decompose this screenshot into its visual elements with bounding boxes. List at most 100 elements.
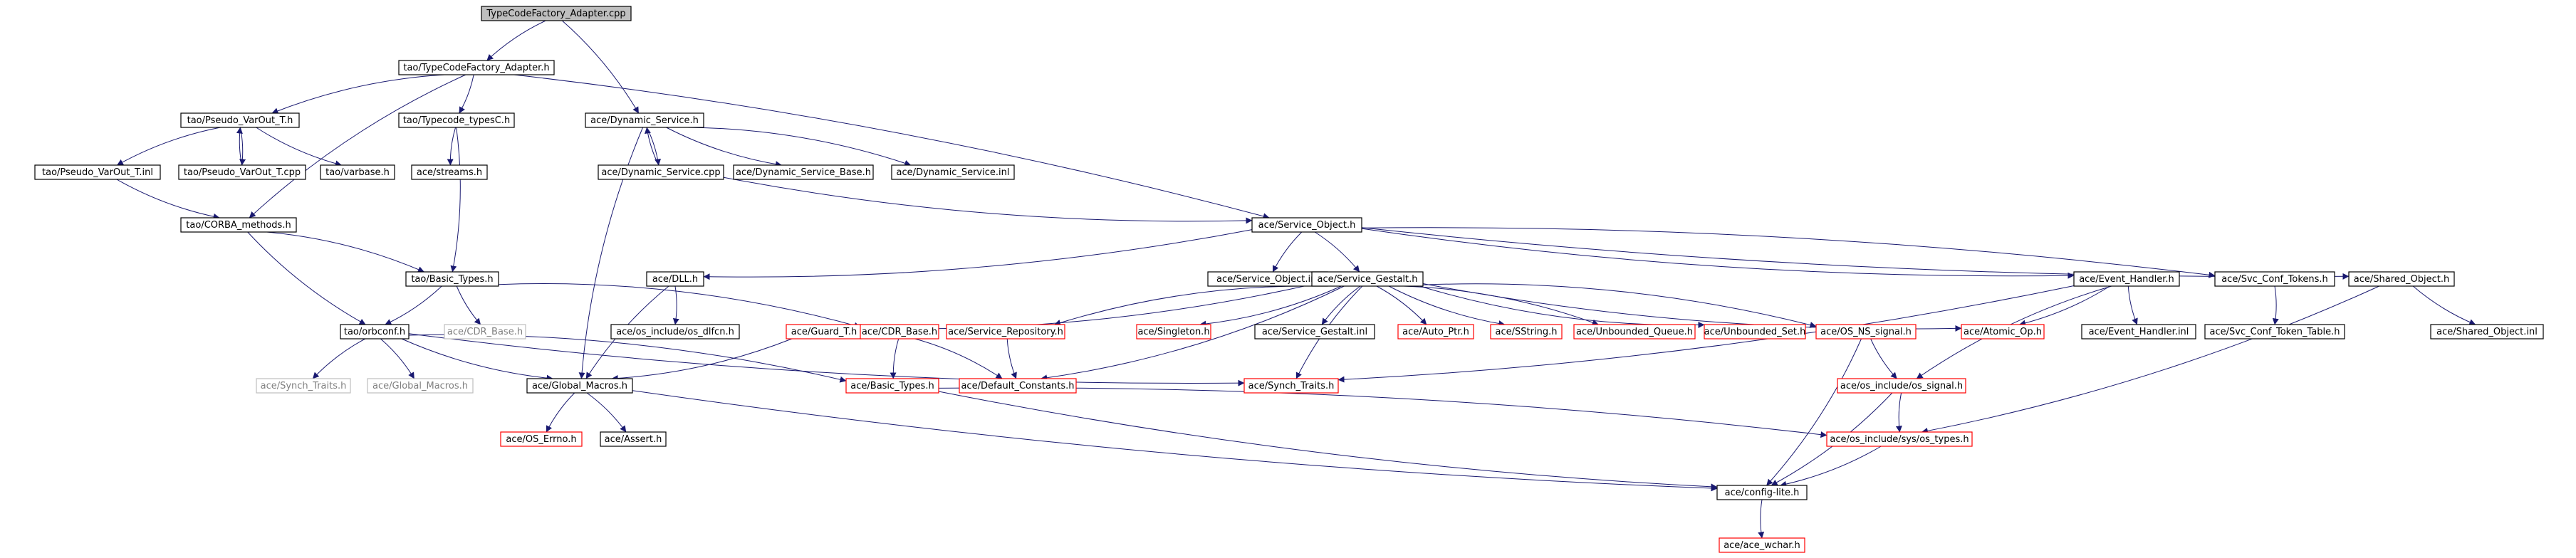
node-box[interactable] (444, 324, 526, 339)
node-dll[interactable]: ace/DLL.h (646, 271, 704, 287)
node-box[interactable] (2081, 324, 2196, 339)
node-box[interactable] (1826, 431, 1973, 447)
node-singleton[interactable]: ace/Singleton.h (1136, 324, 1211, 339)
node-dyn_service_base[interactable]: ace/Dynamic_Service_Base.h (733, 164, 874, 180)
node-box[interactable] (860, 324, 939, 339)
node-os_errno[interactable]: ace/OS_Errno.h (500, 431, 583, 447)
node-box[interactable] (1311, 271, 1424, 287)
node-basic_types_tao[interactable]: tao/Basic_Types.h (405, 271, 499, 287)
node-box[interactable] (256, 378, 351, 394)
node-dyn_service_cpp[interactable]: ace/Dynamic_Service.cpp (598, 164, 724, 180)
node-tcfa_h[interactable]: tao/TypeCodeFactory_Adapter.h (398, 60, 555, 75)
node-dyn_service_inl[interactable]: ace/Dynamic_Service.inl (891, 164, 1015, 180)
node-box[interactable] (2348, 271, 2455, 287)
node-auto_ptr[interactable]: ace/Auto_Ptr.h (1397, 324, 1474, 339)
node-synch_traits_grey[interactable]: ace/Synch_Traits.h (256, 378, 351, 394)
node-box[interactable] (411, 164, 488, 180)
node-box[interactable] (610, 324, 740, 339)
node-global_macros[interactable]: ace/Global_Macros.h (526, 378, 633, 394)
node-box[interactable] (180, 112, 300, 128)
node-box[interactable] (2204, 324, 2345, 339)
node-os_types[interactable]: ace/os_include/sys/os_types.h (1826, 431, 1973, 447)
node-event_handler_inl[interactable]: ace/Event_Handler.inl (2081, 324, 2196, 339)
node-global_macros_grey[interactable]: ace/Global_Macros.h (367, 378, 474, 394)
node-box[interactable] (1719, 537, 1805, 553)
node-box[interactable] (646, 271, 704, 287)
node-box[interactable] (2214, 271, 2335, 287)
node-box[interactable] (500, 431, 583, 447)
node-box[interactable] (585, 112, 704, 128)
node-unbounded_queue[interactable]: ace/Unbounded_Queue.h (1573, 324, 1696, 339)
node-service_gestalt_inl[interactable]: ace/Service_Gestalt.inl (1254, 324, 1375, 339)
node-box[interactable] (1704, 324, 1806, 339)
node-os_ns_signal[interactable]: ace/OS_NS_signal.h (1815, 324, 1917, 339)
node-service_object[interactable]: ace/Service_Object.h (1251, 217, 1362, 233)
node-config_lite[interactable]: ace/config-lite.h (1716, 485, 1808, 500)
node-box[interactable] (891, 164, 1015, 180)
node-box[interactable] (481, 6, 632, 21)
node-box[interactable] (959, 378, 1077, 394)
node-svc_conf_tokens[interactable]: ace/Svc_Conf_Tokens.h (2214, 271, 2335, 287)
node-box[interactable] (2430, 324, 2544, 339)
node-box[interactable] (946, 324, 1065, 339)
node-box[interactable] (320, 164, 395, 180)
node-box[interactable] (598, 164, 724, 180)
node-box[interactable] (1397, 324, 1474, 339)
node-cdr_base[interactable]: ace/CDR_Base.h (860, 324, 939, 339)
node-label: TypeCodeFactory_Adapter.cpp (486, 9, 625, 19)
node-box[interactable] (34, 164, 161, 180)
node-box[interactable] (1573, 324, 1696, 339)
node-varbase[interactable]: tao/varbase.h (320, 164, 395, 180)
node-box[interactable] (526, 378, 633, 394)
node-box[interactable] (398, 60, 555, 75)
node-box[interactable] (845, 378, 939, 394)
node-box[interactable] (340, 324, 410, 339)
node-event_handler[interactable]: ace/Event_Handler.h (2073, 271, 2180, 287)
node-pseudo_h[interactable]: tao/Pseudo_VarOut_T.h (180, 112, 300, 128)
node-box[interactable] (600, 431, 667, 447)
node-service_gestalt[interactable]: ace/Service_Gestalt.h (1311, 271, 1424, 287)
node-typecode_typesC[interactable]: tao/Typecode_typesC.h (398, 112, 515, 128)
node-shared_object[interactable]: ace/Shared_Object.h (2348, 271, 2455, 287)
node-shared_object_inl[interactable]: ace/Shared_Object.inl (2430, 324, 2544, 339)
node-root[interactable]: TypeCodeFactory_Adapter.cpp (481, 6, 632, 21)
node-sstring[interactable]: ace/SString.h (1490, 324, 1563, 339)
node-box[interactable] (1815, 324, 1917, 339)
node-box[interactable] (1251, 217, 1362, 233)
node-os_signal[interactable]: ace/os_include/os_signal.h (1837, 378, 1966, 394)
node-ace_wchar[interactable]: ace/ace_wchar.h (1719, 537, 1805, 553)
node-box[interactable] (1716, 485, 1808, 500)
node-box[interactable] (1961, 324, 2045, 339)
node-pseudo_inl[interactable]: tao/Pseudo_VarOut_T.inl (34, 164, 161, 180)
node-box[interactable] (733, 164, 874, 180)
node-label: ace/Default_Constants.h (961, 381, 1074, 391)
node-svc_conf_token_table[interactable]: ace/Svc_Conf_Token_Table.h (2204, 324, 2345, 339)
node-assert[interactable]: ace/Assert.h (600, 431, 667, 447)
node-cdr_base_grey[interactable]: ace/CDR_Base.h (444, 324, 526, 339)
node-box[interactable] (180, 217, 297, 233)
node-box[interactable] (405, 271, 499, 287)
node-pseudo_cpp[interactable]: tao/Pseudo_VarOut_T.cpp (178, 164, 306, 180)
node-atomic_op[interactable]: ace/Atomic_Op.h (1961, 324, 2045, 339)
node-service_object_inl[interactable]: ace/Service_Object.inl (1207, 271, 1328, 287)
node-streams[interactable]: ace/streams.h (411, 164, 488, 180)
node-box[interactable] (367, 378, 474, 394)
node-box[interactable] (1837, 378, 1966, 394)
node-guard_t[interactable]: ace/Guard_T.h (786, 324, 862, 339)
node-default_constants[interactable]: ace/Default_Constants.h (959, 378, 1077, 394)
node-orbconf[interactable]: tao/orbconf.h (340, 324, 410, 339)
node-box[interactable] (1254, 324, 1375, 339)
node-unbounded_set[interactable]: ace/Unbounded_Set.h (1704, 324, 1806, 339)
node-os_dlfcn[interactable]: ace/os_include/os_dlfcn.h (610, 324, 740, 339)
node-box[interactable] (398, 112, 515, 128)
node-box[interactable] (2073, 271, 2180, 287)
node-service_repository[interactable]: ace/Service_Repository.h (946, 324, 1065, 339)
node-box[interactable] (1136, 324, 1211, 339)
node-synch_traits[interactable]: ace/Synch_Traits.h (1243, 378, 1339, 394)
node-dyn_service_h[interactable]: ace/Dynamic_Service.h (585, 112, 704, 128)
node-corba_methods[interactable]: tao/CORBA_methods.h (180, 217, 297, 233)
node-box[interactable] (178, 164, 306, 180)
node-box[interactable] (1490, 324, 1563, 339)
node-basic_types_ace[interactable]: ace/Basic_Types.h (845, 378, 939, 394)
node-box[interactable] (1243, 378, 1339, 394)
